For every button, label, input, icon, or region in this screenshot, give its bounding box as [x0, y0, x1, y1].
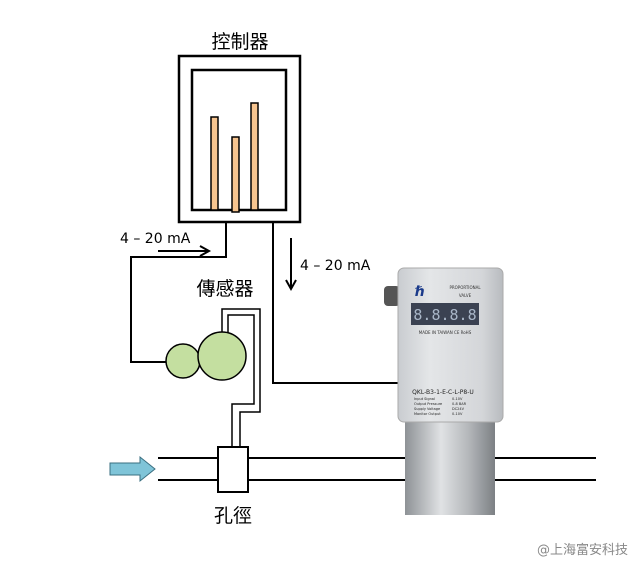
flow-arrow-icon — [109, 455, 156, 483]
bar-1 — [210, 116, 219, 211]
spec-value: 0-10V — [452, 412, 463, 416]
brand-logo-icon: ℏ — [415, 284, 425, 300]
valve-display — [411, 303, 479, 325]
spec-key: Supply Voltage — [414, 407, 440, 411]
spec-value: 0-8 BAR — [452, 402, 467, 406]
spec-key: Output Pressure — [414, 402, 442, 406]
sensor-tube-inner — [227, 314, 255, 447]
sensor-tube-outer — [221, 308, 261, 447]
sensor-signal-wire — [130, 222, 227, 363]
valve-signal-wire — [272, 222, 398, 384]
signal-out-label: 4 – 20 mA — [300, 258, 371, 274]
orifice-box — [217, 446, 249, 493]
controller-label: 控制器 — [211, 31, 268, 53]
valve-model: QKL-B3-1-E-C-L-P8-U — [412, 389, 474, 396]
valve-connector — [384, 286, 400, 306]
signal-in-label: 4 – 20 mA — [120, 231, 191, 247]
arrow-head — [199, 245, 212, 257]
bar-2 — [231, 136, 240, 213]
orifice-label: 孔徑 — [214, 505, 252, 527]
sensor-label: 傳感器 — [196, 278, 253, 300]
sensor-small-circle — [165, 343, 201, 379]
spec-key: Monitor Output — [414, 412, 441, 416]
valve-made-in: MADE IN TAIWAN CE RoHS — [419, 330, 472, 335]
spec-value: 0-10V — [452, 397, 463, 401]
controller-box — [177, 54, 302, 224]
valve-title-2: VALVE — [459, 293, 472, 298]
valve-title-1: PROPORTIONAL — [449, 285, 481, 290]
sensor-large-circle — [197, 331, 247, 381]
proportional-valve: ℏ PROPORTIONAL VALVE 8.8.8.8 MADE IN TAI… — [384, 267, 504, 515]
valve-body — [405, 418, 495, 515]
valve-display-digits: 8.8.8.8 — [413, 306, 476, 324]
bar-3 — [250, 102, 259, 211]
arrow-head — [285, 279, 297, 292]
spec-key: Input Signal — [414, 397, 435, 401]
spec-value: DC24V — [452, 407, 465, 411]
watermark: @上海富安科技 — [537, 542, 628, 558]
